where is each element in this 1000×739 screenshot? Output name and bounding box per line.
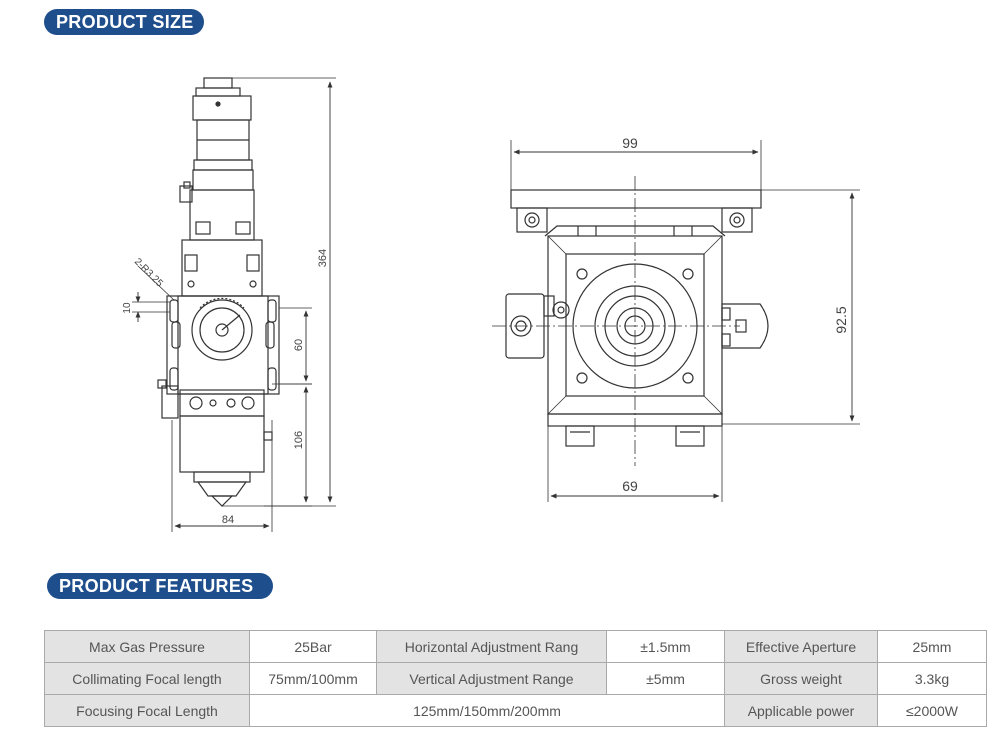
feature-label: Applicable power	[724, 694, 878, 727]
side-view-drawing	[132, 77, 336, 532]
feature-value: 3.3kg	[877, 662, 987, 695]
dimension-radius: 2-R3.25	[132, 256, 165, 289]
feature-label: Max Gas Pressure	[44, 630, 250, 663]
dimension-60: 60	[293, 339, 305, 351]
feature-label: Focusing Focal Length	[44, 694, 250, 727]
feature-value: ±1.5mm	[606, 630, 725, 663]
feature-value: 25mm	[877, 630, 987, 663]
dimension-92-5: 92.5	[833, 306, 849, 333]
feature-label: Collimating Focal length	[44, 662, 250, 695]
dimension-364: 364	[317, 249, 329, 267]
front-view-drawing	[492, 140, 860, 502]
feature-label: Gross weight	[724, 662, 878, 695]
dimension-84: 84	[222, 514, 234, 526]
feature-label: Effective Aperture	[724, 630, 878, 663]
feature-value: 75mm/100mm	[249, 662, 377, 695]
dimension-10: 10	[122, 302, 133, 314]
product-size-heading: PRODUCT SIZE	[44, 9, 204, 35]
feature-value: ±5mm	[606, 662, 725, 695]
table-row: Collimating Focal length 75mm/100mm Vert…	[44, 662, 987, 695]
table-row: Focusing Focal Length 125mm/150mm/200mm …	[44, 694, 987, 727]
dimension-106: 106	[293, 431, 305, 449]
table-row: Max Gas Pressure 25Bar Horizontal Adjust…	[44, 630, 987, 663]
feature-value: 125mm/150mm/200mm	[249, 694, 725, 727]
product-features-heading: PRODUCT FEATURES	[47, 573, 274, 599]
technical-drawing: 364 60 106 10 2-R3.25 84 99 69 92.5	[122, 77, 860, 532]
feature-label: Vertical Adjustment Range	[376, 662, 607, 695]
feature-value: ≤2000W	[877, 694, 987, 727]
feature-value: 25Bar	[249, 630, 377, 663]
dimension-99: 99	[622, 135, 638, 151]
dimension-69: 69	[622, 478, 638, 494]
features-table: Max Gas Pressure 25Bar Horizontal Adjust…	[44, 630, 987, 727]
feature-label: Horizontal Adjustment Rang	[376, 630, 607, 663]
